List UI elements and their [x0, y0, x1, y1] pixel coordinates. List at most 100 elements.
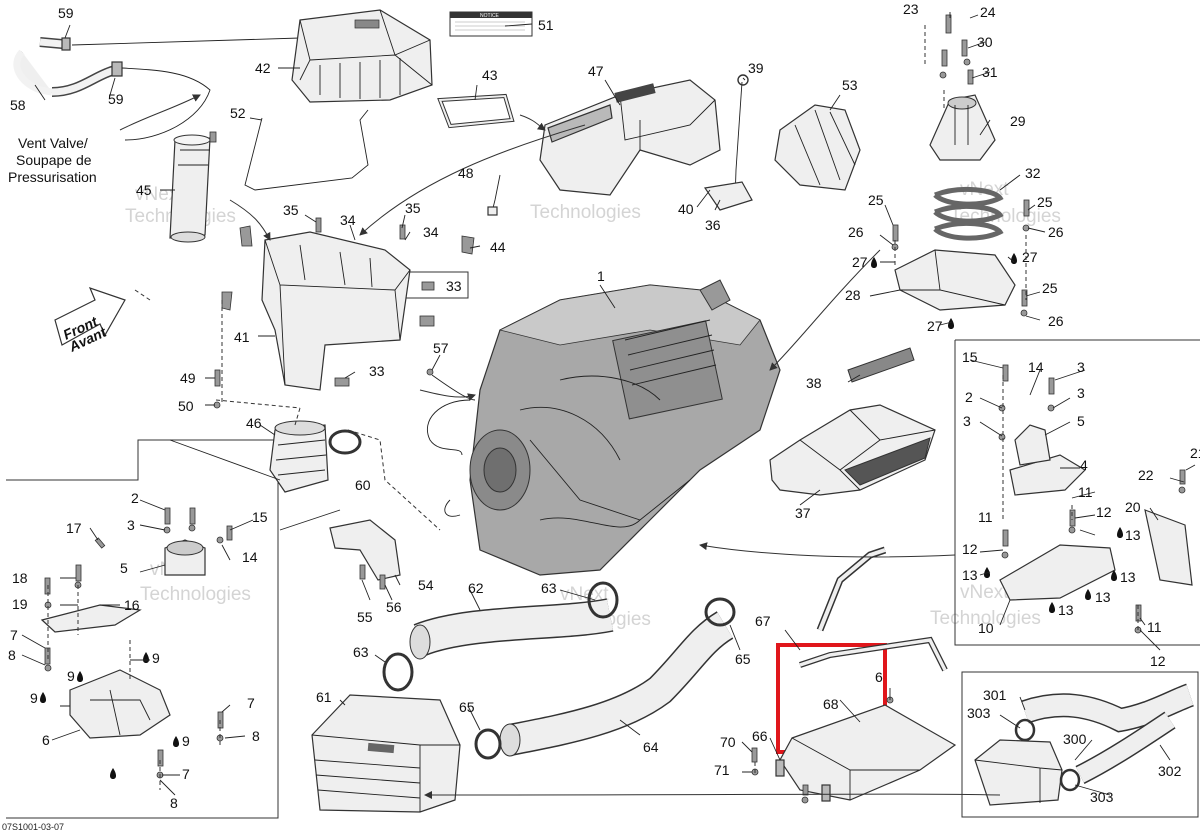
callout-2: 2: [131, 490, 139, 506]
mount-5-right: [1014, 424, 1051, 466]
callout-37: 37: [795, 505, 811, 521]
callout-3: 3: [1077, 359, 1085, 375]
callout-34: 34: [423, 224, 439, 240]
fasteners: [44, 14, 1186, 804]
wire-bracket-52: [244, 109, 369, 191]
callout-41: 41: [234, 329, 250, 345]
callout-44: 44: [490, 239, 506, 255]
callout-33: 33: [446, 278, 462, 294]
callout-65: 65: [459, 699, 475, 715]
callout-30: 30: [977, 34, 993, 50]
callout-22: 22: [1138, 467, 1154, 483]
tab-66: [775, 759, 785, 777]
harness-57: [427, 374, 476, 456]
vent-valve-note: Vent Valve/ Soupape de Pressurisation: [8, 135, 97, 185]
engine-cover-37: [769, 404, 936, 496]
callout-16: 16: [124, 597, 140, 613]
callout-68: 68: [823, 696, 839, 712]
callout-303: 303: [967, 705, 991, 721]
clamp-63a: [382, 652, 414, 692]
callout-9: 9: [182, 733, 190, 749]
watermark-group: vNext Technologies vNext Technologies vN…: [125, 174, 1061, 630]
emblem-38: [847, 347, 915, 383]
mount-bracket-6: [69, 669, 171, 739]
callout-42: 42: [255, 60, 271, 76]
watermark-line-2: Technologies: [530, 202, 641, 223]
inset-intercooler-frame: [961, 671, 1199, 818]
callout-9: 9: [152, 650, 160, 666]
callout-56: 56: [386, 599, 402, 615]
callout-26: 26: [1048, 313, 1064, 329]
callout-70: 70: [720, 734, 736, 750]
clamp-65b: [474, 728, 502, 760]
callout-45: 45: [136, 182, 152, 198]
callout-8: 8: [170, 795, 178, 811]
callout-12: 12: [1096, 504, 1112, 520]
callout-27: 27: [927, 318, 943, 334]
callout-301: 301: [983, 687, 1007, 703]
callout-62: 62: [468, 580, 484, 596]
leader-lines: [21, 12, 1196, 799]
callout-17: 17: [66, 520, 82, 536]
callout-50: 50: [178, 398, 194, 414]
callout-303: 303: [1090, 789, 1114, 805]
mount-plate-4: [1009, 454, 1086, 496]
callout-7: 7: [247, 695, 255, 711]
callout-35: 35: [405, 200, 421, 216]
callout-6: 6: [875, 669, 883, 685]
callout-10: 10: [978, 620, 994, 636]
callout-33: 33: [369, 363, 385, 379]
callout-labels: 59 58 59 42 51 43 47 39 53 52 45 48 40 3…: [8, 1, 1200, 811]
vent-hose-58: [13, 37, 301, 141]
callout-4: 4: [1080, 457, 1088, 473]
vent-valve-line-2: Soupape de: [16, 152, 92, 168]
callout-24: 24: [980, 4, 996, 20]
callout-36: 36: [705, 217, 721, 233]
callout-14: 14: [242, 549, 258, 565]
callout-28: 28: [845, 287, 861, 303]
callout-26: 26: [848, 224, 864, 240]
mount-bracket-28: [894, 249, 1016, 311]
clamp-63b: [587, 581, 619, 619]
callout-57: 57: [433, 340, 449, 356]
bracket-36: [703, 181, 753, 211]
callout-7: 7: [10, 627, 18, 643]
vent-valve-line-1: Vent Valve/: [18, 135, 88, 151]
callout-63: 63: [353, 644, 369, 660]
callout-64: 64: [643, 739, 659, 755]
callout-3: 3: [127, 517, 135, 533]
callout-67: 67: [755, 613, 771, 629]
callout-40: 40: [678, 201, 694, 217]
callout-6: 6: [42, 732, 50, 748]
callout-3: 3: [963, 413, 971, 429]
callout-300: 300: [1063, 731, 1087, 747]
callout-12: 12: [1150, 653, 1166, 669]
callout-65: 65: [735, 651, 751, 667]
callout-66: 66: [752, 728, 768, 744]
callout-51: 51: [538, 17, 554, 33]
callout-13: 13: [1120, 569, 1136, 585]
callout-25: 25: [1042, 280, 1058, 296]
clamp-65: [704, 597, 736, 627]
callout-71: 71: [714, 762, 730, 778]
gasket-43: [437, 93, 515, 129]
callout-46: 46: [246, 415, 262, 431]
callout-8: 8: [252, 728, 260, 744]
callout-55: 55: [357, 609, 373, 625]
callout-3: 3: [1077, 385, 1085, 401]
callout-31: 31: [982, 64, 998, 80]
callout-59: 59: [108, 91, 124, 107]
callout-8: 8: [8, 647, 16, 663]
callout-48: 48: [458, 165, 474, 181]
callout-25: 25: [868, 192, 884, 208]
spring-32: [933, 187, 1004, 241]
clamp-60: [328, 429, 362, 455]
intake-boot-46: [269, 420, 329, 493]
callout-18: 18: [12, 570, 28, 586]
callout-52: 52: [230, 105, 246, 121]
watermark-line-2: Technologies: [140, 584, 251, 605]
callout-14: 14: [1028, 359, 1044, 375]
watermark-line-1: vNext: [560, 584, 609, 605]
callout-11: 11: [978, 509, 993, 525]
callout-13: 13: [962, 567, 978, 583]
